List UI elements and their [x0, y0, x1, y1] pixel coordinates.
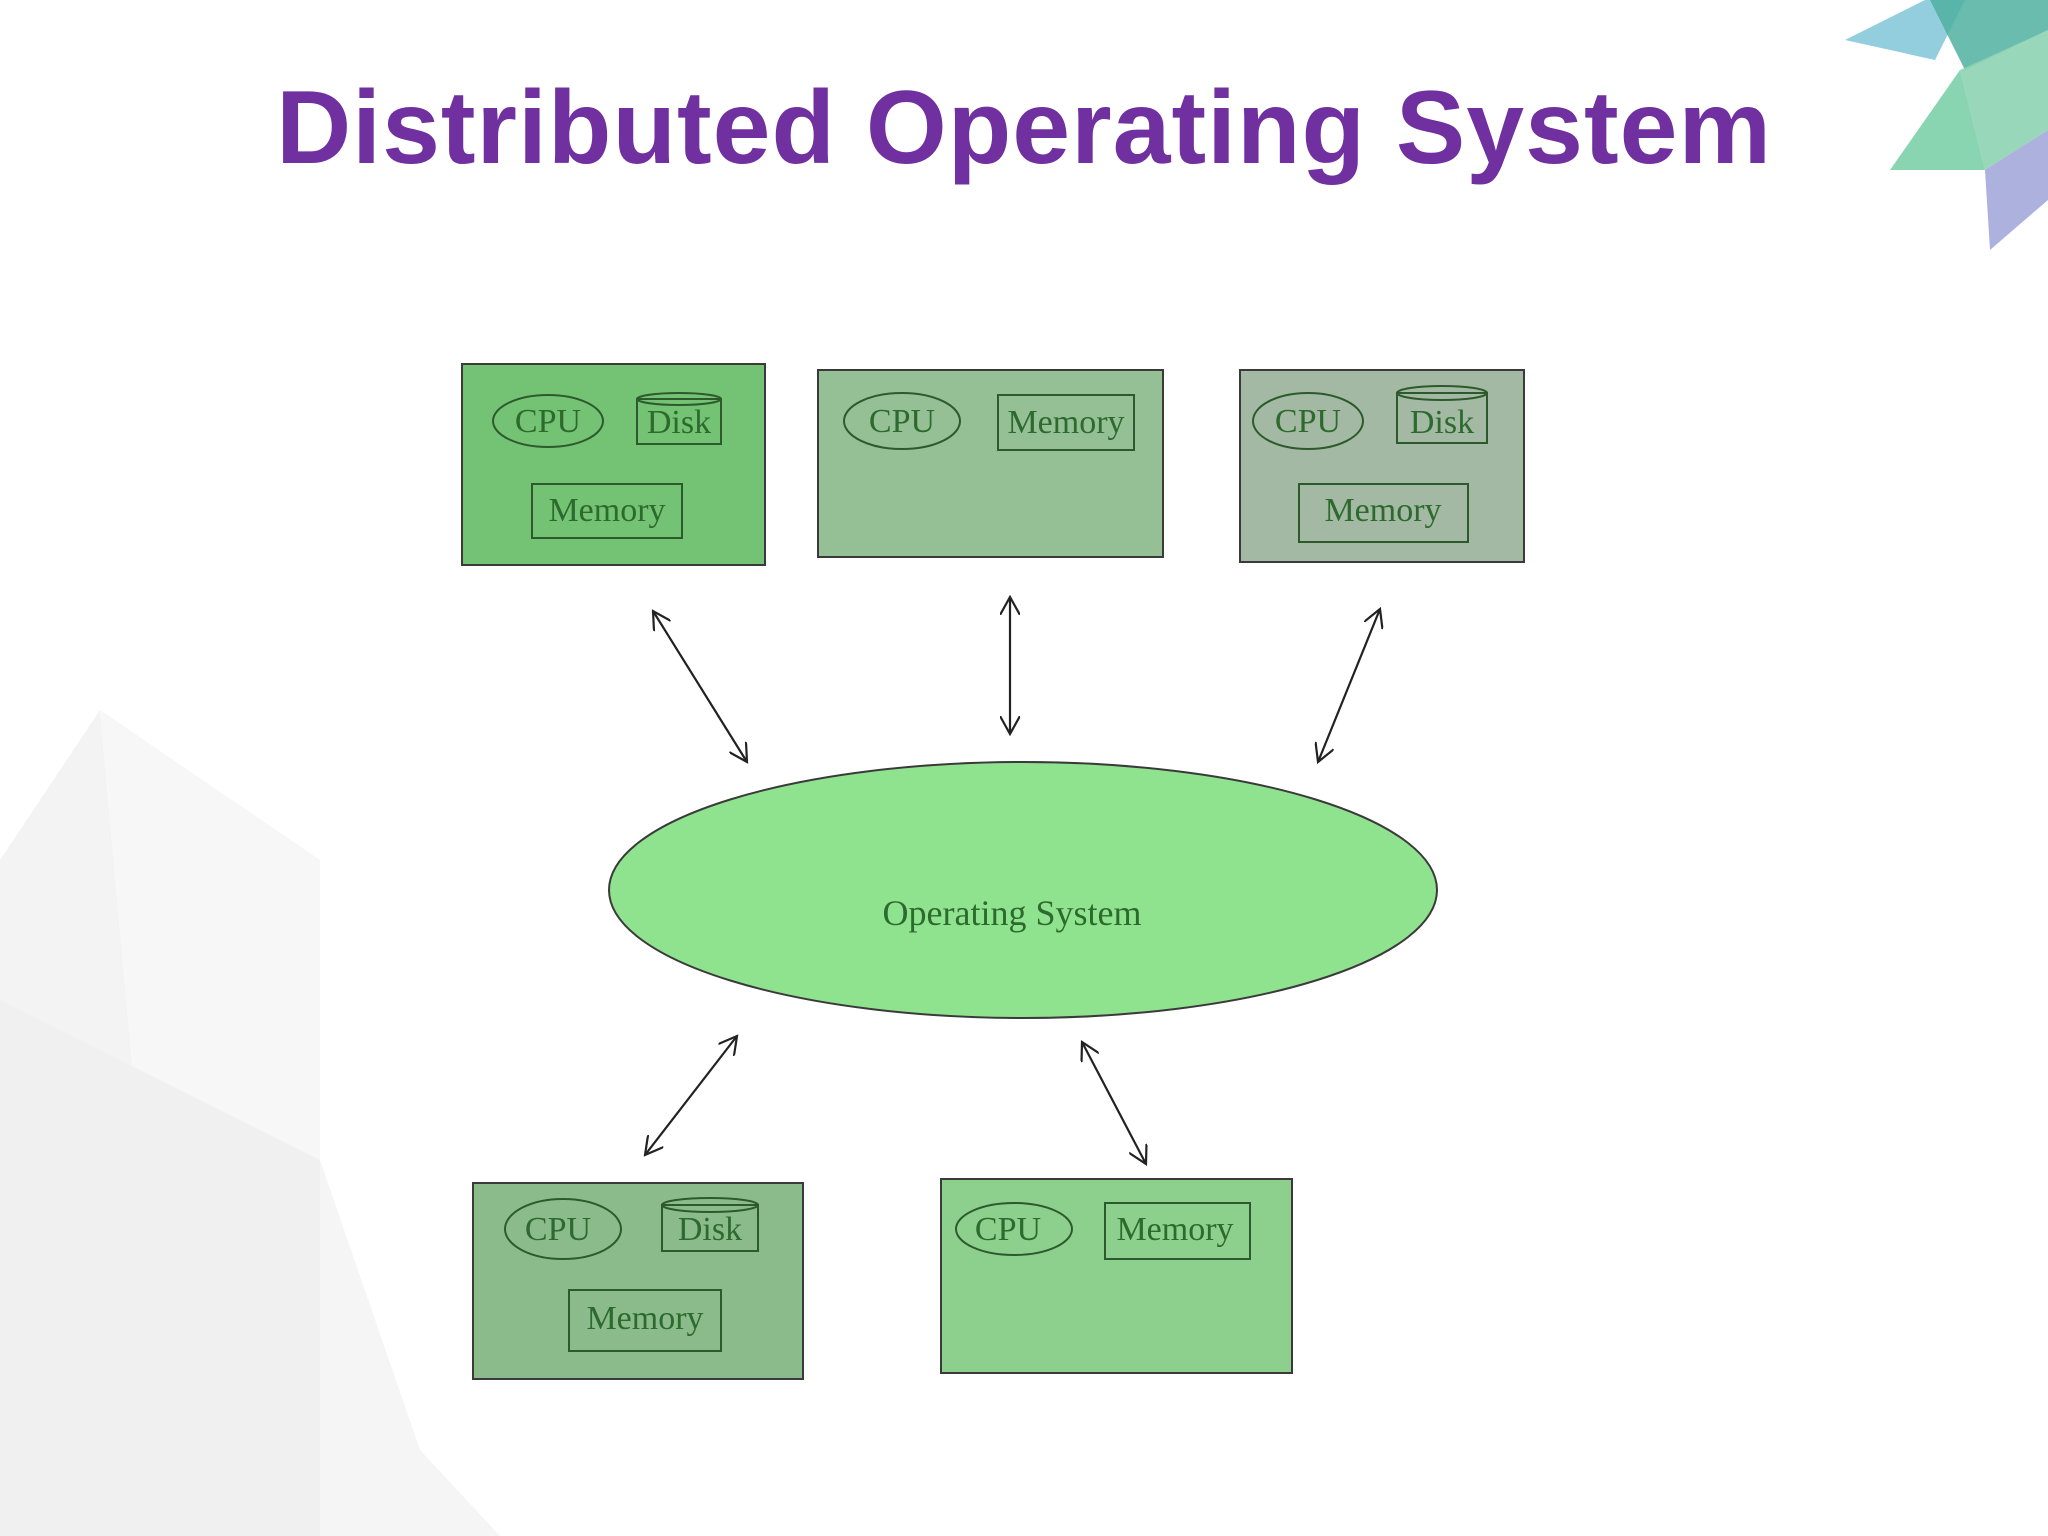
- node-1-box: CPU Disk Memory: [461, 363, 766, 566]
- node-2-cpu: CPU: [843, 392, 961, 450]
- node-2-box: CPU Memory: [817, 369, 1164, 558]
- node-4-cpu-label: CPU: [525, 1211, 591, 1248]
- node-2-memory-label: Memory: [1007, 404, 1124, 441]
- node-4-cpu: CPU: [504, 1198, 622, 1260]
- node-5-cpu: CPU: [955, 1202, 1073, 1256]
- arrow-node-1-os: [653, 611, 747, 762]
- node-4-box: CPU Disk Memory: [472, 1182, 804, 1380]
- node-1-cpu-label: CPU: [515, 403, 581, 440]
- node-3-cpu-label: CPU: [1275, 403, 1341, 440]
- node-4-disk-label: Disk: [678, 1211, 742, 1248]
- node-3-memory: Memory: [1298, 483, 1469, 543]
- node-1-disk-label: Disk: [647, 404, 711, 441]
- node-1-cpu: CPU: [492, 394, 604, 448]
- node-5-cpu-label: CPU: [975, 1211, 1041, 1248]
- node-3-disk-label: Disk: [1410, 404, 1474, 441]
- node-4-memory: Memory: [568, 1289, 722, 1352]
- node-1-disk: Disk: [636, 392, 722, 445]
- arrow-node-3-os: [1318, 609, 1380, 762]
- node-5-memory-label: Memory: [1116, 1211, 1233, 1248]
- node-2-memory: Memory: [997, 394, 1135, 451]
- slide-title: Distributed Operating System: [276, 70, 1772, 186]
- arrow-node-5-os: [1082, 1042, 1146, 1164]
- node-5-box: CPU Memory: [940, 1178, 1293, 1374]
- node-2-cpu-label: CPU: [869, 403, 935, 440]
- node-3-cpu: CPU: [1252, 392, 1364, 450]
- node-5-memory: Memory: [1104, 1202, 1251, 1260]
- operating-system-label: Operating System: [883, 893, 1142, 933]
- node-4-disk: Disk: [661, 1197, 759, 1252]
- arrow-node-4-os: [645, 1036, 737, 1155]
- node-3-memory-label: Memory: [1324, 492, 1441, 529]
- operating-system-ellipse: Operating System: [608, 761, 1438, 1019]
- node-3-disk: Disk: [1396, 385, 1488, 444]
- node-1-memory: Memory: [531, 483, 683, 539]
- node-3-box: CPU Disk Memory: [1239, 369, 1525, 563]
- node-1-memory-label: Memory: [548, 492, 665, 529]
- node-4-memory-label: Memory: [586, 1300, 703, 1337]
